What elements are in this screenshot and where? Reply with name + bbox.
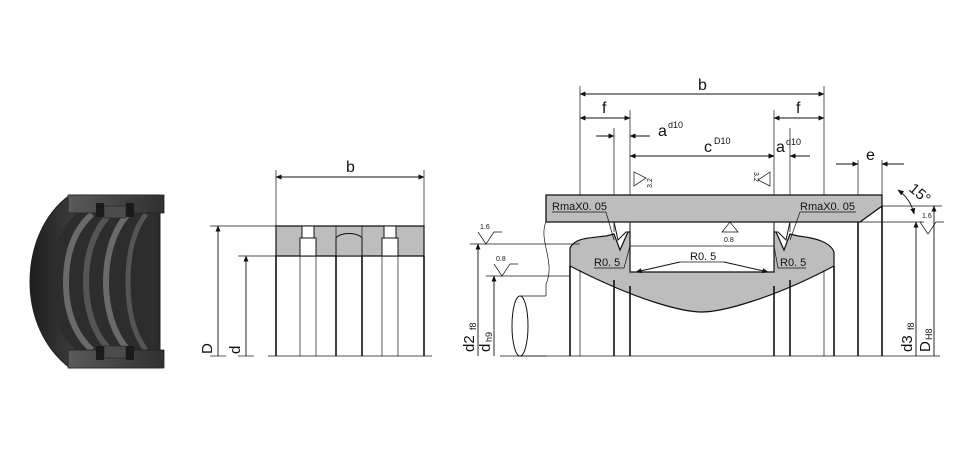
note-rmax-left: RmaX0. 05: [552, 201, 607, 213]
label-d2: d2: [461, 335, 478, 352]
label-a-right: a: [776, 139, 785, 156]
note-rmax-right: RmaX0. 05: [800, 201, 855, 213]
svg-text:1.6: 1.6: [922, 213, 932, 220]
note-r-left: R0. 5: [594, 257, 620, 269]
label-d2-tol: f8: [468, 322, 478, 330]
label-f-right: f: [796, 100, 801, 117]
label-a-left-tol: d10: [668, 120, 683, 130]
seal-render-3d: [29, 194, 165, 369]
label-b-right: b: [698, 77, 707, 94]
middle-section-view: b D d: [199, 159, 432, 357]
label-DH8-tol: H8: [924, 328, 934, 340]
label-a-right-tol: d10: [786, 137, 801, 147]
svg-text:0.8: 0.8: [496, 256, 506, 263]
label-e: e: [866, 147, 875, 164]
note-r-center: R0. 5: [690, 251, 716, 263]
surface-finish-0-8-center: 0.8: [721, 221, 739, 244]
label-c: c: [704, 139, 712, 156]
surface-finish-3-2-right: 3.2: [752, 171, 771, 187]
surface-finish-3-2-left: 3.2: [633, 171, 654, 188]
label-d3: d3: [899, 335, 916, 352]
label-dh9: d: [477, 344, 494, 352]
label-a-left: a: [658, 123, 667, 140]
label-D-middle: D: [199, 343, 216, 354]
label-b-middle: b: [346, 159, 355, 176]
svg-text:3.2: 3.2: [647, 178, 654, 188]
piston-body: [569, 231, 835, 313]
svg-text:3.2: 3.2: [752, 172, 759, 182]
svg-text:0.8: 0.8: [724, 237, 734, 244]
label-f-left: f: [602, 100, 607, 117]
svg-text:1.6: 1.6: [480, 224, 490, 231]
note-r-right: R0. 5: [780, 257, 806, 269]
label-d-middle: d: [227, 346, 244, 354]
surface-finish-0-8-left: 0.8: [493, 256, 518, 277]
surface-finish-1-6-left: 1.6: [477, 224, 502, 245]
surface-finish-1-6-right: 1.6: [919, 213, 944, 235]
label-dh9-tol: h9: [484, 332, 494, 342]
housing-bore: [545, 194, 883, 223]
right-assembly-view: b f a d10 c D10 f a d10 e 15°: [461, 77, 944, 357]
label-DH8: D: [917, 341, 934, 352]
label-c-tol: D10: [714, 136, 731, 146]
label-d3-tol: f8: [906, 322, 916, 330]
